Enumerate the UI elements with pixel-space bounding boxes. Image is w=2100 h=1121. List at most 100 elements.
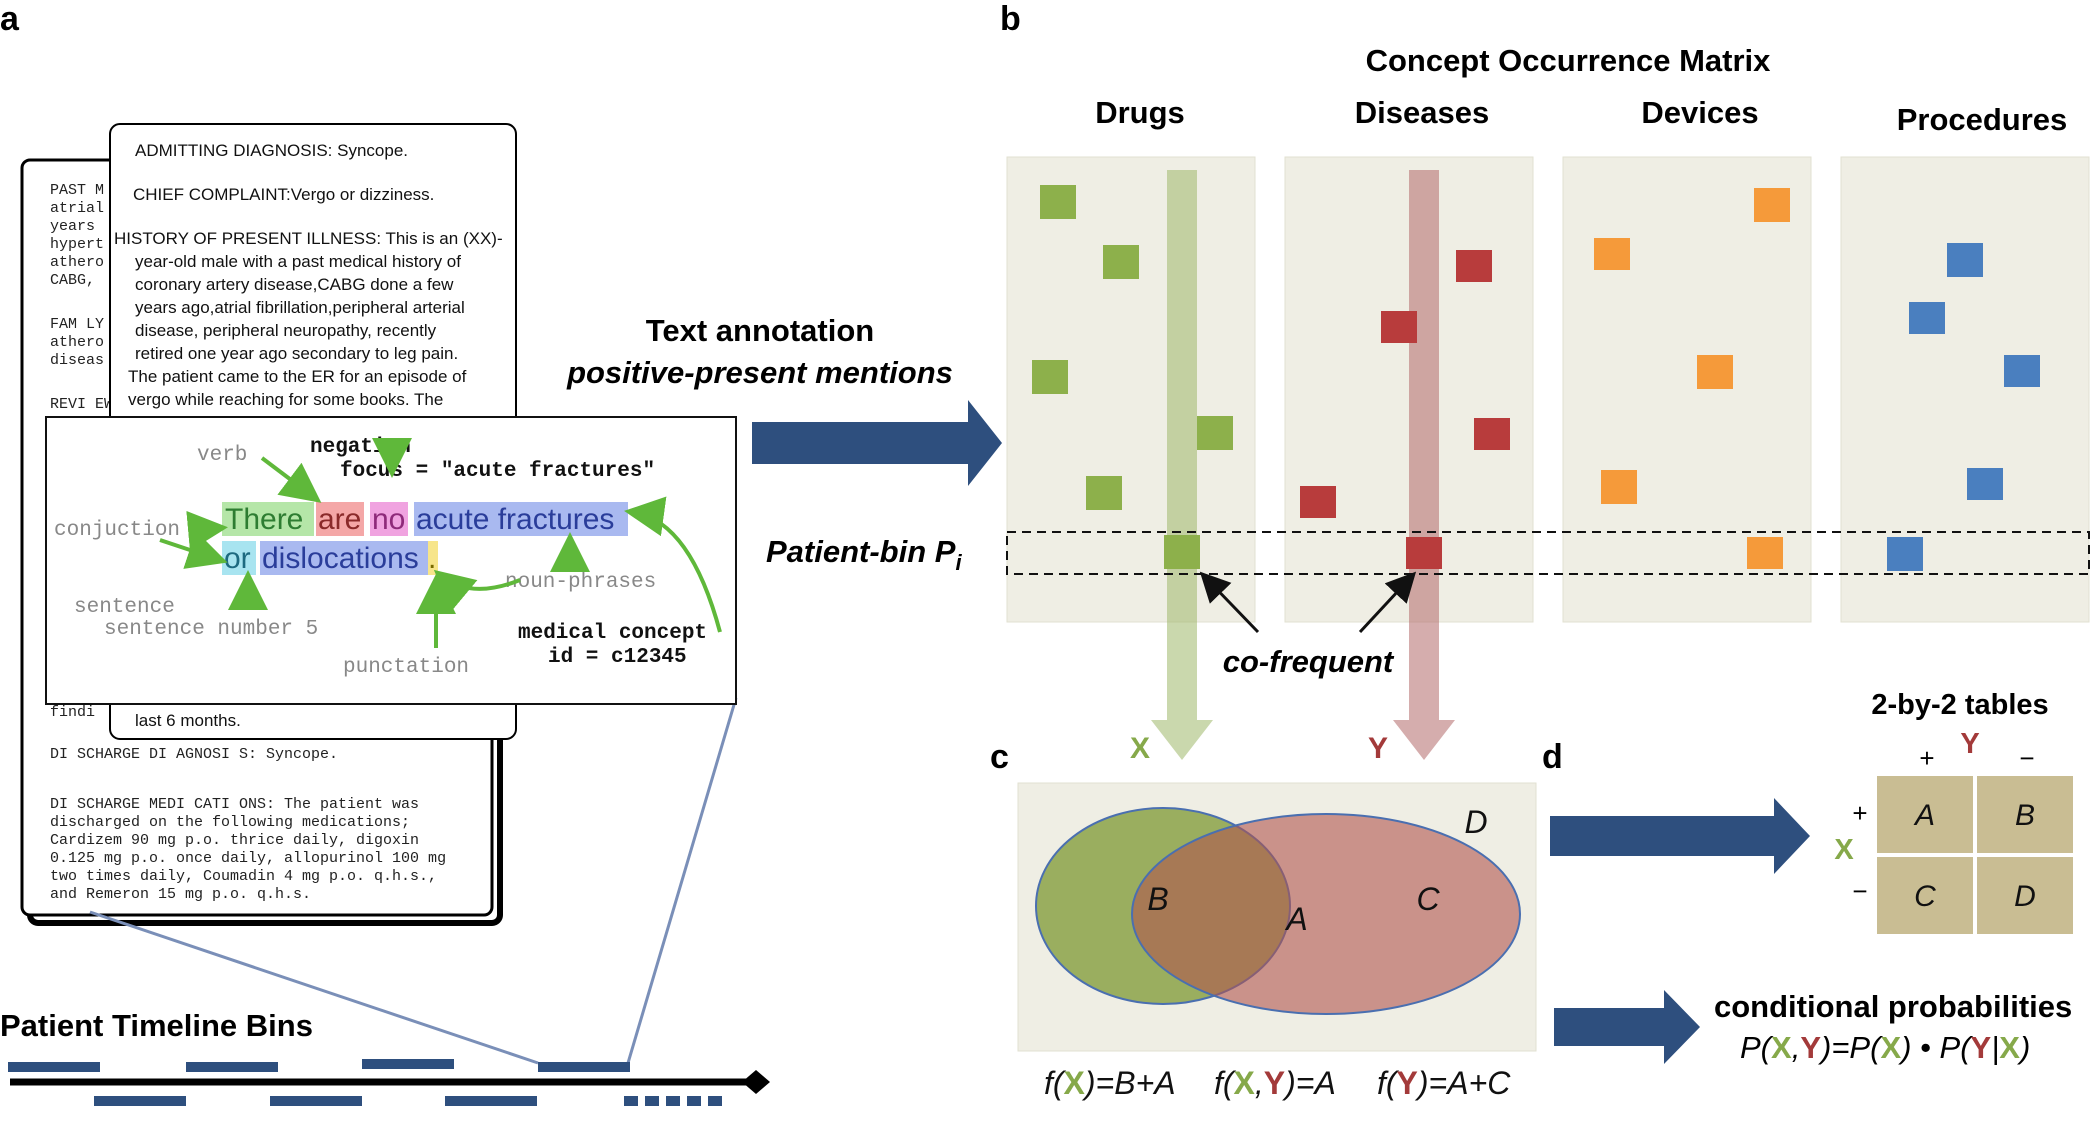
chief-complaint: CHIEF COMPLAINT:Vergo or dizziness. [133, 185, 434, 204]
device-concepts [1594, 188, 1790, 569]
venn-region-c: C [1416, 881, 1440, 917]
label-sentence-number: sentence number 5 [104, 618, 318, 641]
note-back-line: PAST M [50, 182, 104, 199]
table-y-minus: − [2019, 743, 2034, 773]
admitting-diagnosis: ADMITTING DIAGNOSIS: Syncope. [135, 141, 408, 160]
x-label: X [1130, 732, 1150, 765]
timeline-label: Patient Timeline Bins [0, 1008, 313, 1043]
hpi-line: disease, peripheral neuropathy, recently [135, 321, 437, 340]
table-y-label: Y [1960, 728, 1979, 760]
note-back-line: CABG, [50, 272, 95, 289]
table-cell-d: D [2014, 880, 2036, 913]
column-header-devices: Devices [1641, 95, 1758, 130]
hpi-title: HISTORY OF PRESENT ILLNESS: This is an (… [114, 229, 503, 248]
column-header-procedures: Procedures [1897, 102, 2068, 137]
label-medical-concept: medical concept [518, 622, 707, 645]
token-acute-fractures-highlight [414, 502, 628, 536]
tables-title: 2-by-2 tables [1871, 689, 2048, 721]
hpi-line: retired one year ago secondary to leg pa… [135, 344, 458, 363]
arrow-to-probabilities [1554, 990, 1700, 1064]
timeline-bin [8, 1062, 100, 1072]
conditional-title: conditional probabilities [1714, 989, 2072, 1024]
y-variable-arrow [1393, 170, 1455, 760]
hpi-line: The patient came to the ER for an episod… [128, 367, 467, 386]
token-are-highlight [316, 502, 364, 536]
note-back-line: years [50, 218, 95, 235]
table-cell-c: C [1914, 880, 1936, 913]
panel-label-a: a [0, 0, 20, 38]
note-back-line: atrial [50, 200, 104, 217]
token-there-highlight [222, 502, 314, 536]
token-or: or [224, 542, 251, 575]
formula-fx: f(X)=B+A [1044, 1065, 1176, 1101]
label-noun-phrases: noun-phrases [505, 571, 656, 594]
label-concept-id: id = c12345 [548, 646, 687, 669]
column-header-drugs: Drugs [1095, 95, 1185, 130]
panel-label-c: c [990, 738, 1009, 776]
matrix-title: Concept Occurrence Matrix [1366, 43, 1772, 78]
discharge-med-line: and Remeron 15 mg p.o. q.h.s. [50, 886, 311, 903]
two-by-two-table: A B C D [1877, 776, 2073, 934]
token-there: There [225, 503, 303, 536]
procedure-concepts [1887, 243, 2040, 571]
note-back-line: athero [50, 334, 104, 351]
note-back-line: FAM LY [50, 316, 104, 333]
discharge-med-line: discharged on the following medications; [50, 814, 410, 831]
co-frequent-arrow [1199, 571, 1260, 634]
discharge-diagnosis: DI SCHARGE DI AGNOSI S: Syncope. [50, 746, 338, 763]
token-period-highlight [428, 541, 438, 575]
timeline-bin [538, 1062, 630, 1072]
annotation-arrows [159, 438, 722, 648]
drug-concepts [1032, 185, 1233, 569]
co-frequent-label: co-frequent [1223, 644, 1395, 679]
panel-label-b: b [1000, 0, 1021, 38]
table-x-plus: + [1852, 798, 1867, 828]
venn-region-a: A [1284, 901, 1307, 937]
x-variable-arrow [1151, 170, 1213, 760]
hpi-line: vergo while reaching for some books. The [128, 390, 443, 409]
y-label: Y [1368, 732, 1388, 765]
conditional-formula: P(X,Y)=P(X) • P(Y|X) [1740, 1030, 2030, 1065]
label-negation-focus: focus = "acute fractures" [340, 460, 655, 483]
venn-region-b: B [1147, 881, 1168, 917]
discharge-med-line: 0.125 mg p.o. once daily, allopurinol 10… [50, 850, 446, 867]
label-punctuation: punctation [343, 656, 469, 679]
hpi-line: coronary artery disease,CABG done a few [135, 275, 454, 294]
formula-fxy: f(X,Y)=A [1214, 1065, 1336, 1101]
note-back-line: REVI EW [50, 396, 113, 413]
arrow-to-tables [1550, 798, 1810, 874]
table-x-label: X [1834, 834, 1854, 866]
timeline-bin [186, 1062, 278, 1072]
annotation-zoom-box: There are no acute fractures or dislocat… [45, 416, 737, 705]
discharge-med-line: two times daily, Coumadin 4 mg p.o. q.h.… [50, 868, 437, 885]
label-negation: negation [310, 436, 411, 459]
zoom-connector [626, 697, 738, 1064]
hpi-last-line: last 6 months. [135, 711, 241, 730]
token-dislocations-highlight [260, 541, 428, 575]
discharge-med-line: DI SCHARGE MEDI CATI ONS: The patient wa… [50, 796, 419, 813]
hpi-line: years ago,atrial fibrillation,peripheral… [135, 298, 465, 317]
note-back-line: hypert [50, 236, 104, 253]
note-back-line: athero [50, 254, 104, 271]
token-dislocations: dislocations [262, 542, 419, 575]
note-back-line: diseas [50, 352, 104, 369]
table-x-minus: − [1852, 876, 1867, 906]
label-verb: verb [197, 444, 247, 467]
timeline-bin [270, 1096, 362, 1106]
panel-label-d: d [1542, 738, 1563, 776]
discharge-med-line: Cardizem 90 mg p.o. thrice daily, digoxi… [50, 832, 419, 849]
timeline-bin [445, 1096, 537, 1106]
patient-bin-row [1006, 531, 2090, 575]
venn-set-y [1131, 813, 1521, 1015]
annotation-arrow [752, 400, 1002, 486]
text-annotation-subtitle: positive-present mentions [566, 355, 953, 390]
column-header-diseases: Diseases [1355, 95, 1489, 130]
text-annotation-title: Text annotation [646, 313, 874, 348]
note-back-line: findi [50, 704, 95, 721]
timeline-bin [362, 1059, 454, 1069]
timeline-bin [94, 1096, 186, 1106]
token-no-highlight [370, 502, 408, 536]
token-acute-fractures: acute fractures [416, 503, 614, 536]
patient-timeline [8, 1059, 770, 1106]
